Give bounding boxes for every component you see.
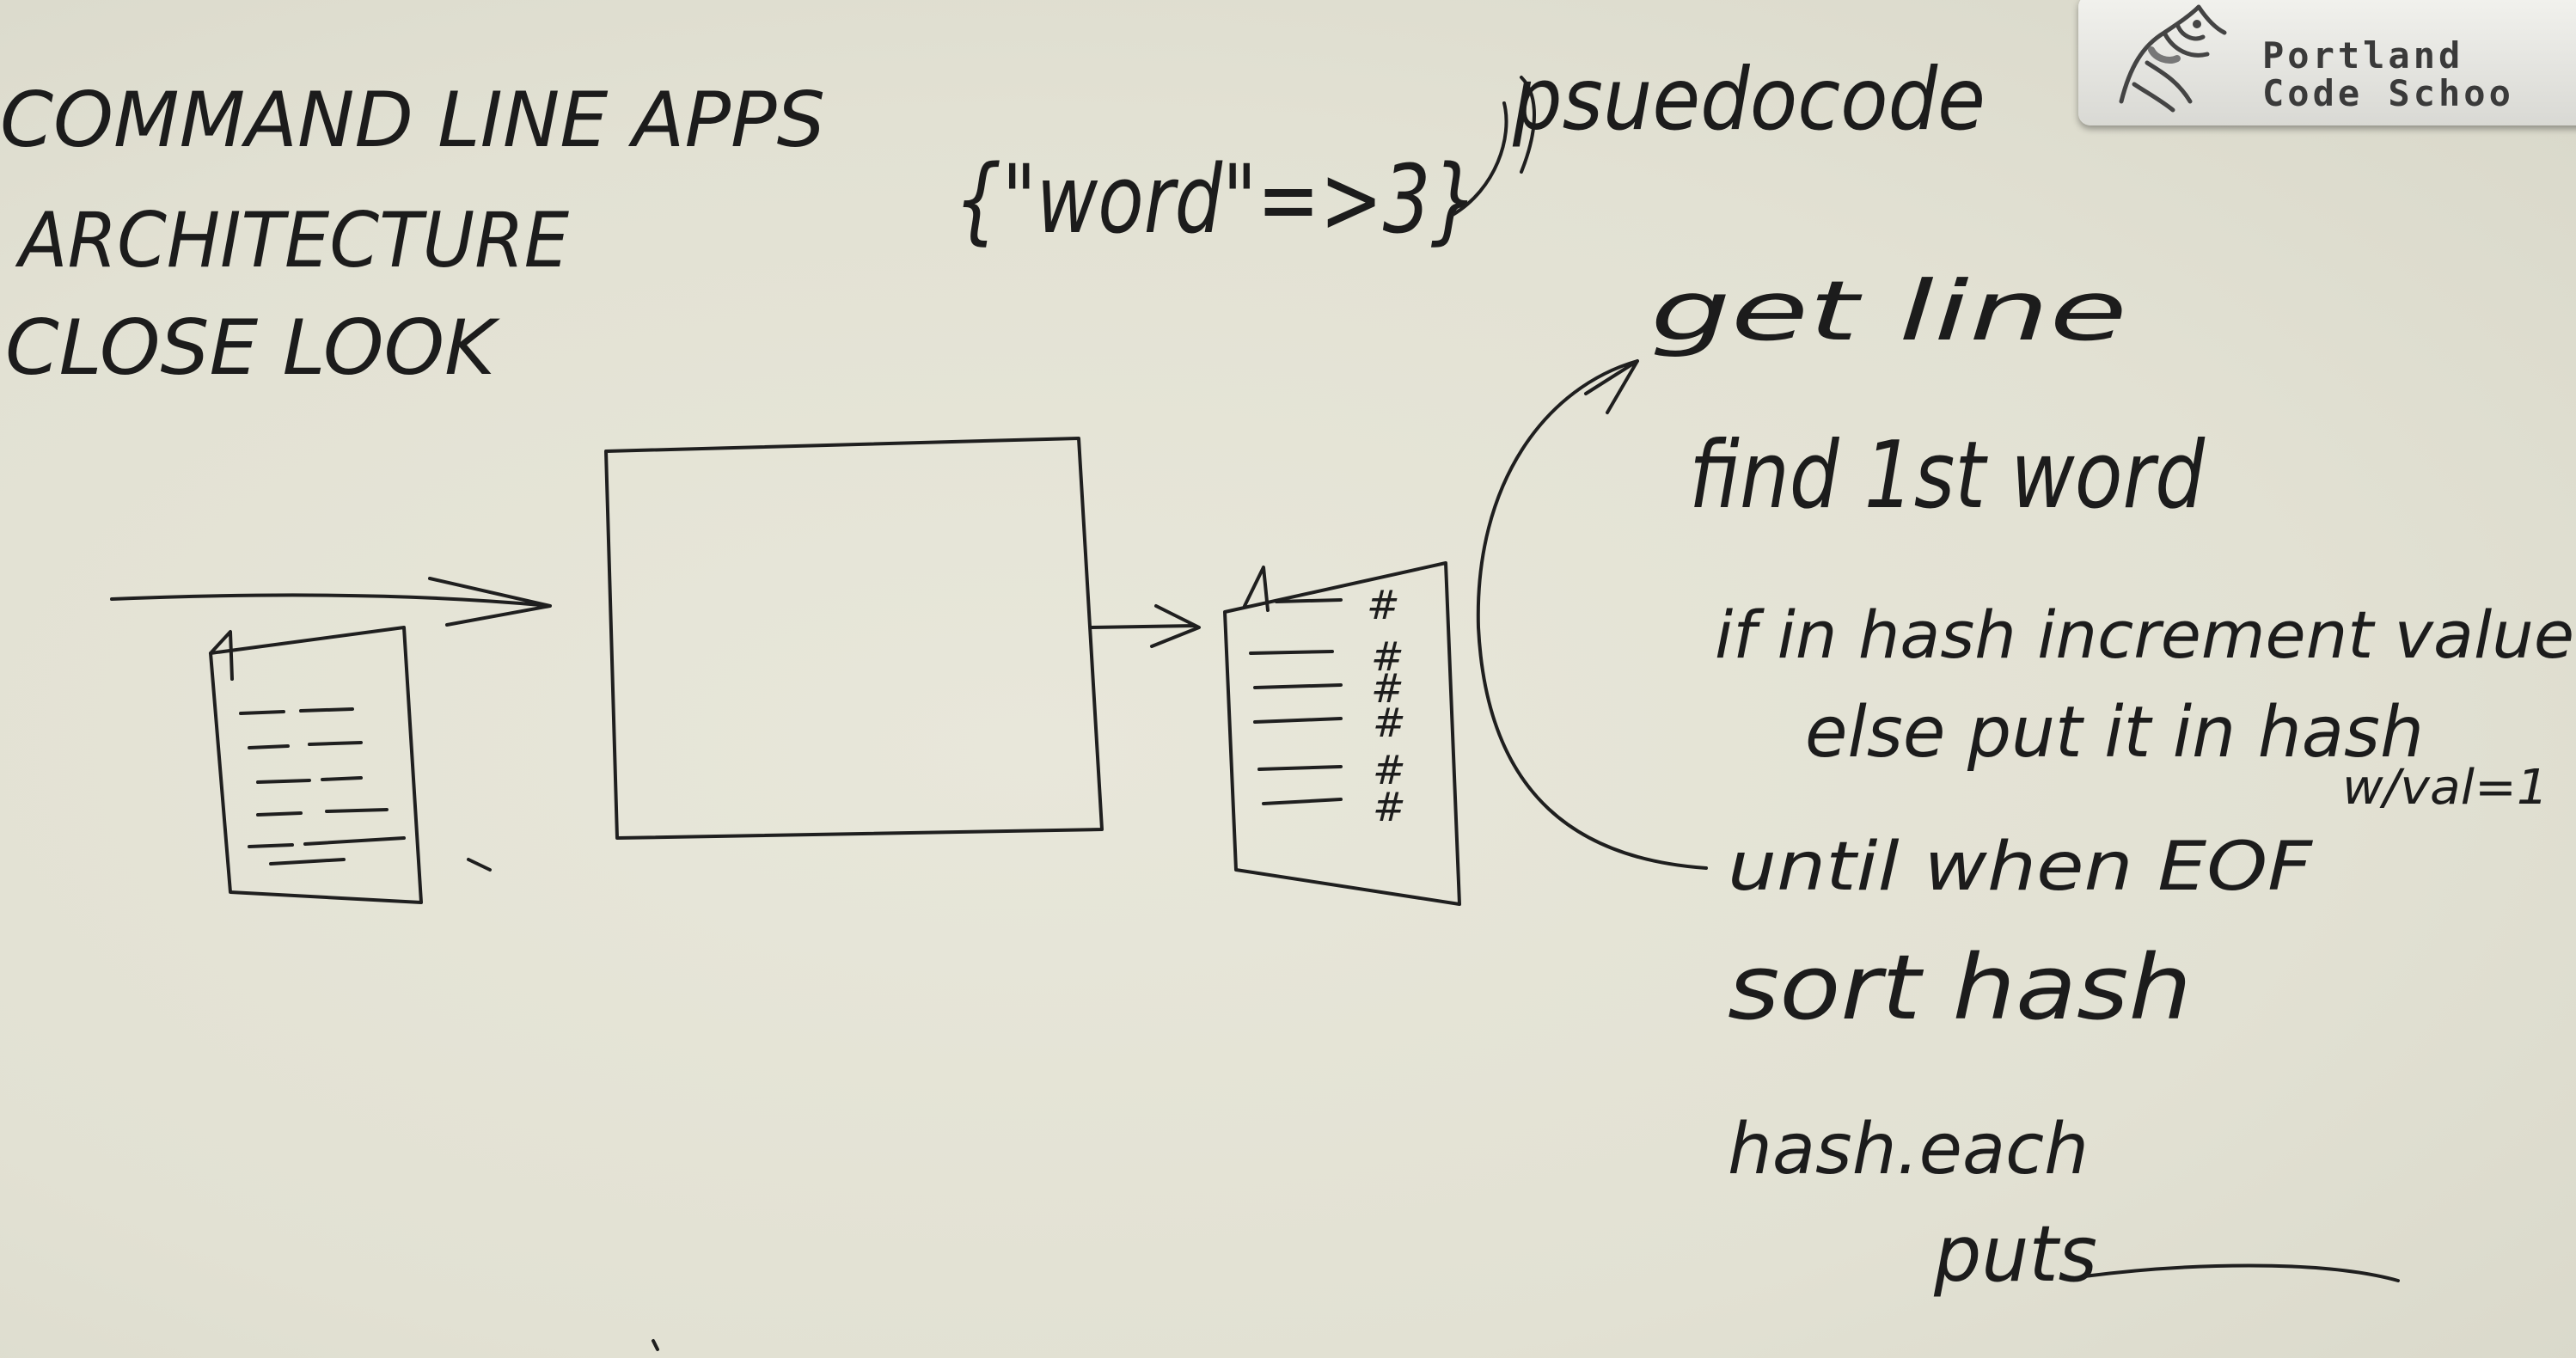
title-line-2: ARCHITECTURE [15,196,569,284]
puts-blank-line [2083,1263,2400,1282]
step-if-in-hash: if in hash increment value [1715,596,2574,673]
program-box [604,437,1104,840]
step-get-line: get line [1650,263,2127,359]
hash-mark-3: # [1371,665,1404,712]
input-document [209,626,423,904]
step-sort-hash: sort hash [1728,935,2192,1040]
output-list-line-3 [1253,683,1343,689]
step-find-first-word: find 1st word [1689,422,2206,529]
input-document-line-3 [256,776,363,784]
input-document-line-2 [248,741,363,749]
output-list-line-2 [1249,650,1334,655]
stray-mark [652,1339,659,1351]
step-until-eof: until when EOF [1728,829,2313,906]
hash-mark-6: # [1373,784,1406,830]
portland-code-school-logo: Portland Code Schoo [2078,0,2576,125]
output-list-line-1 [1275,598,1343,603]
step-with-value-one: w/val=1 [2342,760,2548,816]
output-document [1223,561,1461,906]
pseudocode-label: psuedocode [1512,49,1986,150]
loop-arrow [1476,359,1708,870]
output-document-fold [1243,566,1270,612]
title-line-3: CLOSE LOOK [5,303,500,392]
arrow-to-program [110,577,552,627]
hash-mark-1: # [1367,582,1400,628]
step-hash-each: hash.each [1728,1109,2089,1190]
logo-line-1: Portland [2262,34,2464,76]
logo-line-2: Code Schoo [2262,72,2514,114]
output-list-line-5 [1257,765,1343,771]
step-puts: puts [1933,1209,2097,1300]
step-else-put: else put it in hash [1805,692,2424,774]
dragon-mascot-icon [2119,4,2227,113]
input-document-line-4 [256,808,389,817]
hash-example: {"word"=>3} [954,144,1478,254]
pseudocode-bracket [1451,76,1536,217]
hash-mark-4: # [1373,700,1406,746]
hash-mark-2: # [1371,633,1404,680]
input-document-line-5 [248,836,406,848]
arrow-to-output [1090,604,1201,648]
input-document-line-1 [239,707,354,715]
input-document-fold [209,630,234,681]
output-list-line-6 [1262,798,1343,805]
input-document-line-6 [269,858,346,866]
input-document-mark [467,858,492,872]
output-list-line-4 [1253,717,1343,724]
hash-mark-5: # [1373,747,1406,793]
title-line-1: COMMAND LINE APPS [0,76,825,164]
